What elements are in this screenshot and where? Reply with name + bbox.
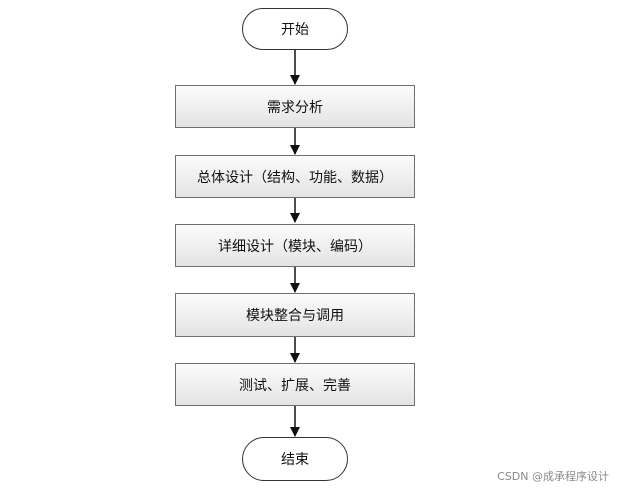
step-overall-design-label: 总体设计（结构、功能、数据） [197, 169, 393, 186]
step-testing-extension: 测试、扩展、完善 [175, 363, 415, 406]
end-node-label: 结束 [281, 452, 309, 468]
step-overall-design: 总体设计（结构、功能、数据） [175, 155, 415, 198]
step-requirements-analysis-label: 需求分析 [267, 99, 323, 116]
end-node: 结束 [242, 437, 348, 481]
step-detailed-design-label: 详细设计（模块、编码） [218, 238, 372, 255]
step-module-integration-label: 模块整合与调用 [246, 308, 344, 324]
start-node: 开始 [242, 8, 348, 50]
step-module-integration: 模块整合与调用 [175, 293, 415, 337]
step-requirements-analysis: 需求分析 [175, 85, 415, 128]
start-node-label: 开始 [281, 22, 309, 38]
csdn-watermark: CSDN @成承程序设计 [497, 470, 609, 483]
step-detailed-design: 详细设计（模块、编码） [175, 224, 415, 267]
step-testing-extension-label: 测试、扩展、完善 [239, 377, 351, 394]
